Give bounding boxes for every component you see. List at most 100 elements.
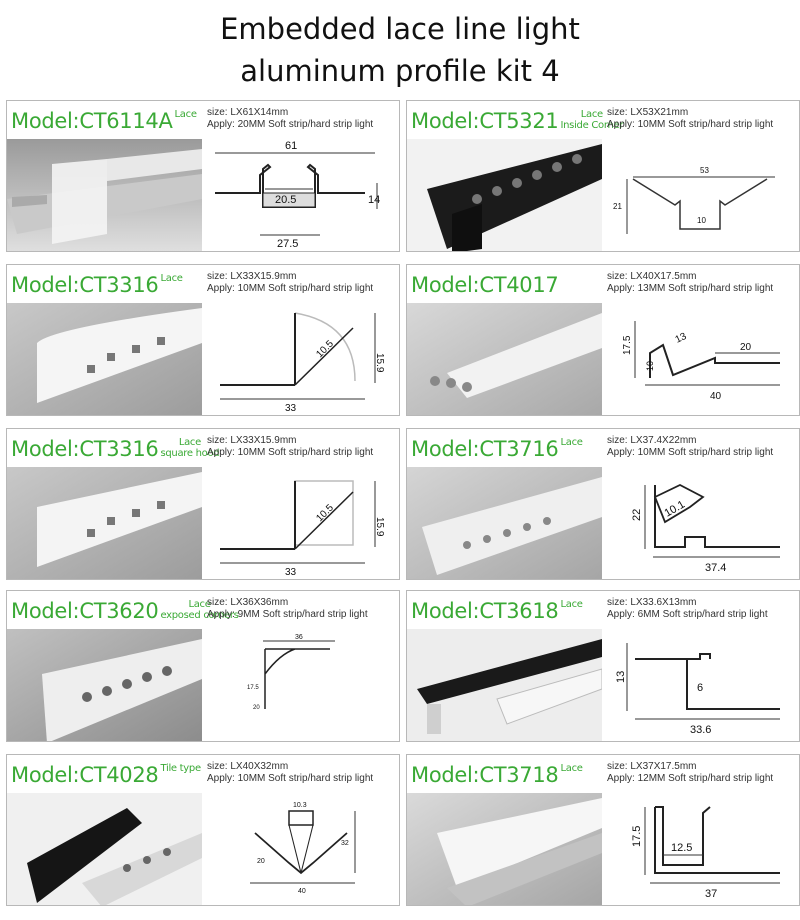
dim-height: 14 (368, 194, 380, 206)
dim-sub: 17.5 (247, 685, 259, 691)
tag-line-2: Inside Corner (560, 120, 624, 131)
profile-photo-image (7, 303, 202, 415)
size-text: size: LX53X21mm (607, 107, 689, 118)
product-photo (7, 629, 202, 741)
size-text: size: LX40X17.5mm (607, 271, 697, 282)
model-label: Model:CT3316 (11, 273, 159, 297)
product-photo (407, 303, 602, 415)
apply-text: Apply: 10MM Soft strip/hard strip light (607, 119, 774, 130)
profile-photo-image (7, 793, 202, 905)
apply-text: Apply: 10MM Soft strip/hard strip light (207, 283, 374, 294)
dimension-drawing: 36 17.5 20 (247, 634, 335, 711)
profile-photo-image (407, 467, 602, 579)
product-photo (407, 629, 602, 741)
tag-line-1: Lace (560, 437, 583, 448)
model-tag: Lace (160, 273, 182, 284)
model-label: Model:CT3618 (411, 599, 559, 623)
dim-inner: 10 (697, 216, 706, 225)
dim-width: 61 (285, 140, 297, 152)
dim-height: 13 (615, 671, 627, 683)
tag-line-1: Lace (160, 273, 183, 284)
profile-photo-image (407, 139, 602, 251)
apply-text: Apply: 12MM Soft strip/hard strip light (607, 773, 774, 784)
size-text: size: LX37.4X22mm (607, 435, 697, 446)
product-photo (7, 139, 202, 251)
dim-height: 21 (613, 202, 622, 211)
product-photo (407, 139, 602, 251)
dim-width: 33 (285, 403, 297, 414)
product-photo (7, 467, 202, 579)
model-label: Model:CT6114A (11, 109, 173, 133)
dim-width: 33 (285, 567, 297, 578)
tag-line-2: exposed corners (160, 610, 239, 621)
model-tag: Lace (175, 109, 197, 120)
apply-text: Apply: 10MM Soft strip/hard strip light (207, 447, 374, 458)
dimension-drawing: 13 6 33.6 (615, 643, 780, 736)
dim-height: 32 (341, 840, 349, 847)
title-line-2: aluminum profile kit 4 (240, 54, 560, 88)
size-text: size: LX33.6X13mm (607, 597, 697, 608)
apply-text: Apply: 10MM Soft strip/hard strip light (207, 773, 374, 784)
dim-inner: 10.5 (314, 502, 336, 524)
model-label: Model:CT3620 (11, 599, 159, 623)
model-label: Model:CT3716 (411, 437, 559, 461)
dim-inner: 10.5 (314, 338, 336, 360)
dimension-drawing: 61 14 20.5 27.5 (215, 140, 380, 250)
dimension-drawing: 17.5 10 13 20 40 (622, 321, 780, 402)
dimension-drawing: 10.5 15.9 33 (220, 312, 385, 414)
dim-width: 53 (700, 166, 709, 175)
dim-inner: 10.3 (293, 802, 307, 809)
profile-photo-image (407, 629, 602, 741)
product-photo (7, 303, 202, 415)
model-label: Model:CT3718 (411, 763, 559, 787)
tag-line-1: Tile type (160, 763, 201, 774)
dim-flange: 20 (740, 342, 752, 353)
product-photo (407, 793, 602, 905)
model-label: Model:CT3316 (11, 437, 159, 461)
dim-width: 40 (710, 391, 722, 402)
tag-line-1: Lace (560, 599, 583, 610)
model-tag: Tile type (160, 763, 201, 774)
model-name: Model:CT4017 (411, 273, 559, 297)
dim-inner: 20.5 (275, 194, 296, 206)
model-label: Model:CT4028 (11, 763, 159, 787)
size-text: size: LX33X15.9mm (207, 435, 297, 446)
page-title: Embedded lace line light aluminum profil… (0, 8, 800, 92)
product-photo (407, 467, 602, 579)
dim-height: 15.9 (374, 353, 385, 373)
size-text: size: LX33X15.9mm (207, 271, 297, 282)
dim-width: 36 (295, 634, 303, 641)
profile-photo-image (407, 303, 602, 415)
size-text: size: LX61X14mm (207, 107, 289, 118)
apply-text: Apply: 13MM Soft strip/hard strip light (607, 283, 774, 294)
model-tag: Lace (560, 437, 582, 448)
dim-height: 17.5 (631, 826, 643, 847)
